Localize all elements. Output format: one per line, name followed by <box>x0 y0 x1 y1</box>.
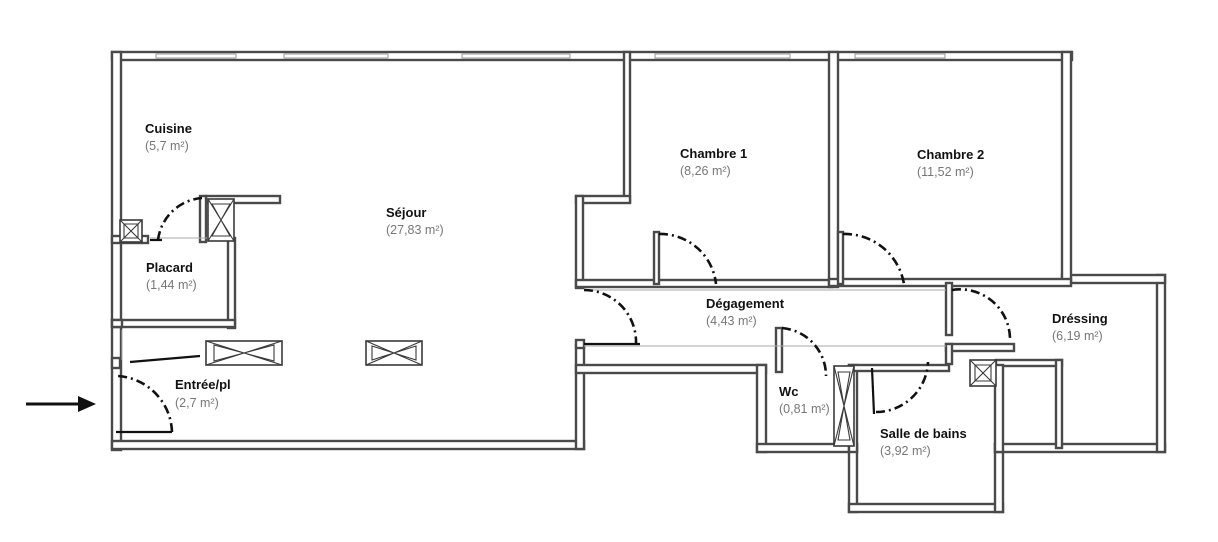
room-name-degagement: Dégagement <box>706 296 785 311</box>
ventilation-icon <box>833 365 855 447</box>
ventilation-icon <box>365 340 423 366</box>
thin-lines <box>121 237 946 360</box>
windows <box>155 53 946 59</box>
room-name-entree: Entrée/pl <box>175 377 231 392</box>
room-area-wc: (0,81 m²) <box>779 402 830 416</box>
room-name-wc: Wc <box>779 384 799 399</box>
outer-walls <box>110 50 1167 514</box>
room-name-placard: Placard <box>146 260 193 275</box>
room-area-dressing: (6,19 m²) <box>1052 329 1103 343</box>
room-area-chambre2: (11,52 m²) <box>917 165 974 179</box>
room-name-sdb: Salle de bains <box>880 426 967 441</box>
ventilation-icon <box>969 359 997 387</box>
room-name-dressing: Dréssing <box>1052 311 1108 326</box>
room-area-cuisine: (5,7 m²) <box>145 139 189 153</box>
interior-walls <box>110 50 1073 454</box>
room-labels: Cuisine (5,7 m²) Séjour (27,83 m²) Chamb… <box>145 121 1108 458</box>
room-area-chambre1: (8,26 m²) <box>680 164 731 178</box>
ventilation-icon <box>205 340 283 366</box>
room-name-cuisine: Cuisine <box>145 121 192 136</box>
room-name-chambre2: Chambre 2 <box>917 147 984 162</box>
room-name-sejour: Séjour <box>386 205 426 220</box>
room-area-placard: (1,44 m²) <box>146 278 197 292</box>
ventilation-icon <box>119 219 143 243</box>
ventilation-icon <box>207 198 235 242</box>
room-name-chambre1: Chambre 1 <box>680 146 747 161</box>
ventilation-boxes <box>119 198 997 447</box>
doors <box>116 196 1012 434</box>
room-area-sdb: (3,92 m²) <box>880 444 931 458</box>
room-area-degagement: (4,43 m²) <box>706 314 757 328</box>
room-area-entree: (2,7 m²) <box>175 396 219 410</box>
entrance-arrow-icon <box>26 396 96 412</box>
room-area-sejour: (27,83 m²) <box>386 223 444 237</box>
